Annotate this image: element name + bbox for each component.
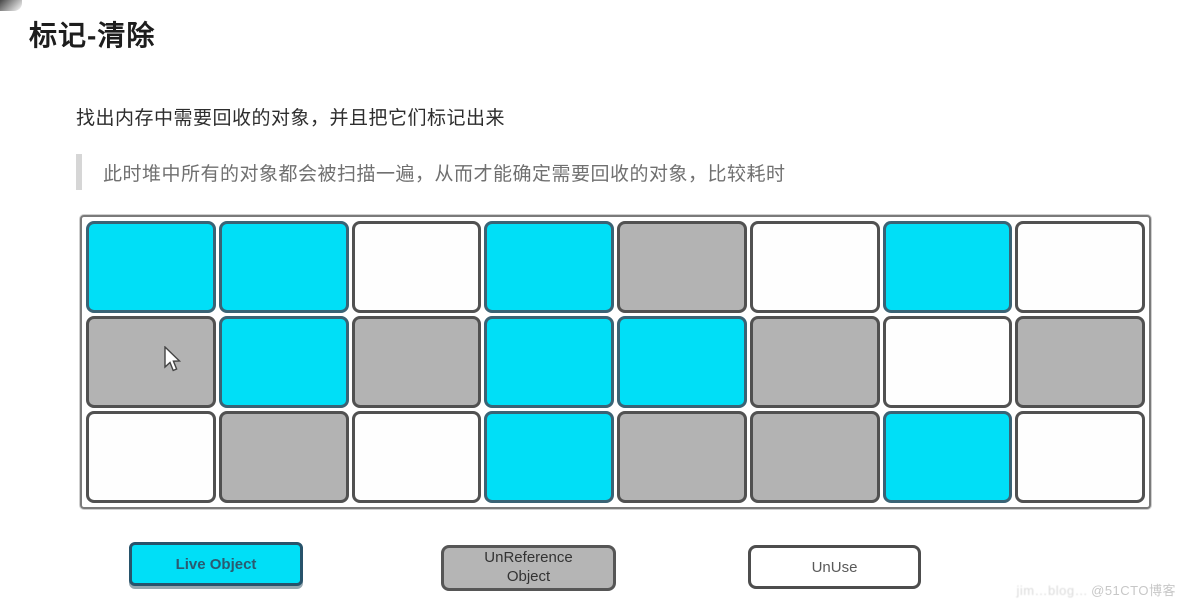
memory-cell-live xyxy=(484,221,614,313)
legend-unreference-object: UnReference Object xyxy=(441,545,616,591)
heap-memory-container xyxy=(80,215,1151,509)
memory-cell-unuse xyxy=(351,411,482,503)
memory-cell-unuse xyxy=(882,316,1013,408)
quote-text: 此时堆中所有的对象都会被扫描一遍，从而才能确定需要回收的对象，比较耗时 xyxy=(103,163,786,185)
memory-cell-unreference xyxy=(351,316,482,408)
legend-live-object-label: Live Object xyxy=(175,555,257,573)
memory-cell-unreference xyxy=(86,316,216,408)
quote-bar xyxy=(76,154,82,190)
memory-cell-live xyxy=(218,316,349,408)
mouse-cursor-icon xyxy=(164,346,181,372)
memory-cell-unuse xyxy=(1015,221,1145,313)
memory-cell-live xyxy=(218,221,349,313)
watermark: jim…blog…@51CTO博客 xyxy=(1016,580,1176,599)
legend-unreference-object-label: UnReference Object xyxy=(484,549,573,585)
legend-unuse: UnUse xyxy=(748,545,921,589)
memory-cell-unreference xyxy=(749,411,880,503)
watermark-site: @51CTO博客 xyxy=(1091,583,1176,598)
legend-live-object: Live Object xyxy=(129,542,303,586)
memory-cell-unreference xyxy=(617,411,747,503)
quote-block: 此时堆中所有的对象都会被扫描一遍，从而才能确定需要回收的对象，比较耗时 xyxy=(76,154,786,190)
memory-cell-unuse xyxy=(749,221,880,313)
memory-cell-unuse xyxy=(351,221,482,313)
legend-unuse-label: UnUse xyxy=(811,558,858,576)
heap-memory-grid xyxy=(86,221,1145,503)
memory-cell-live xyxy=(882,221,1013,313)
memory-cell-live xyxy=(484,316,614,408)
memory-cell-unreference xyxy=(218,411,349,503)
description-text: 找出内存中需要回收的对象，并且把它们标记出来 xyxy=(76,108,506,129)
watermark-prefix: jim…blog… xyxy=(1016,583,1089,598)
page-title: 标记-清除 xyxy=(29,20,156,51)
memory-cell-unreference xyxy=(749,316,880,408)
memory-cell-live xyxy=(617,316,747,408)
memory-cell-unreference xyxy=(617,221,747,313)
memory-cell-unuse xyxy=(1015,411,1145,503)
corner-artifact xyxy=(0,0,22,11)
memory-cell-live xyxy=(86,221,216,313)
memory-cell-live xyxy=(882,411,1013,503)
memory-cell-unreference xyxy=(1015,316,1145,408)
memory-cell-live xyxy=(484,411,614,503)
memory-cell-unuse xyxy=(86,411,216,503)
